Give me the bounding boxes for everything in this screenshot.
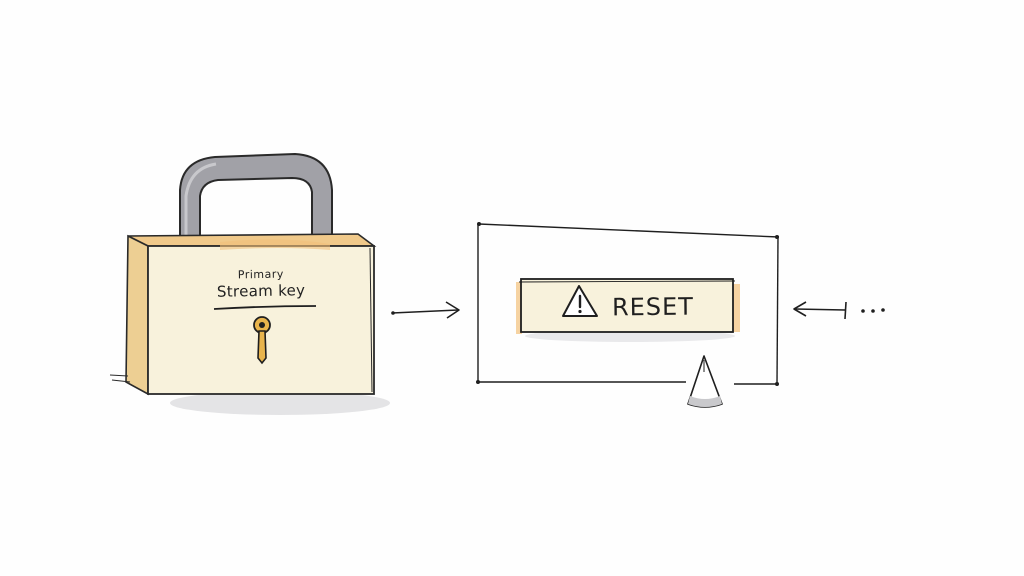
sketch-stroke xyxy=(111,379,131,383)
sketch-stroke xyxy=(369,247,373,393)
keyhole-icon xyxy=(253,316,271,365)
pointer-cursor-icon xyxy=(687,355,723,408)
lock-label: Primary Stream key xyxy=(196,267,327,301)
reset-button-label: RESET xyxy=(611,292,695,322)
sketch-stroke xyxy=(109,374,129,377)
padlock-icon xyxy=(109,153,377,396)
arrow-right-icon xyxy=(391,301,460,319)
warning-triangle-icon xyxy=(562,285,598,317)
label-underline xyxy=(213,305,317,310)
padlock-top-wash xyxy=(220,239,330,250)
arrow-left-icon xyxy=(793,301,885,320)
reset-button-sketch xyxy=(516,278,740,342)
padlock-shackle-highlight xyxy=(184,162,217,238)
reset-panel-frame xyxy=(476,222,780,386)
lock-shadow xyxy=(170,391,390,415)
lock-label-primary: Primary xyxy=(237,267,284,282)
lock-label-stream-key: Stream key xyxy=(216,281,306,301)
padlock-side-face xyxy=(125,234,149,396)
